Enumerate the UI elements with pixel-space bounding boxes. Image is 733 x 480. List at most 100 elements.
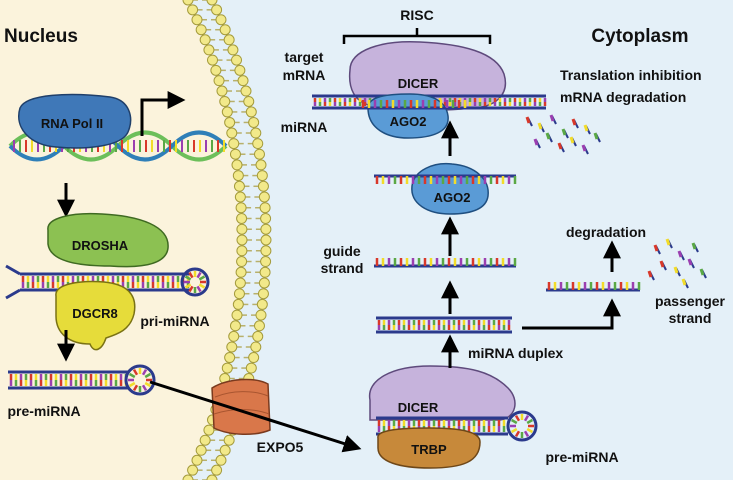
membrane-bead bbox=[258, 277, 270, 289]
membrane-bead bbox=[232, 298, 244, 310]
membrane-bead bbox=[250, 341, 262, 353]
membrane-bead bbox=[227, 44, 239, 56]
membrane-bead bbox=[256, 298, 268, 310]
membrane-bead bbox=[237, 75, 249, 87]
membrane-bead bbox=[256, 170, 268, 182]
rna-pol-ii-label: RNA Pol II bbox=[41, 116, 103, 131]
membrane-bead bbox=[228, 138, 240, 150]
target-mrna-label-2: mRNA bbox=[283, 67, 326, 83]
membrane-bead bbox=[250, 127, 262, 139]
dgcr8-label: DGCR8 bbox=[72, 306, 118, 321]
expo5-pore-icon bbox=[211, 378, 271, 435]
membrane-bead bbox=[231, 309, 243, 321]
dicer-bottom: DICER bbox=[368, 365, 516, 421]
pre-mirna-nucleus bbox=[8, 364, 156, 396]
membrane-bead bbox=[258, 191, 270, 203]
membrane-bead bbox=[253, 148, 265, 160]
membrane-bead bbox=[206, 54, 218, 66]
membrane-bead bbox=[255, 159, 267, 171]
ago2-top-label: AGO2 bbox=[390, 114, 427, 129]
membrane-bead bbox=[206, 0, 218, 6]
pri-mirna-label: pri-miRNA bbox=[140, 313, 209, 329]
nucleus-title: Nucleus bbox=[4, 26, 78, 47]
membrane-bead bbox=[203, 424, 215, 436]
dgcr8: DGCR8 bbox=[55, 280, 136, 351]
membrane-bead bbox=[260, 256, 272, 268]
pre-mirna-nucleus-label: pre-miRNA bbox=[7, 403, 80, 419]
membrane-bead bbox=[210, 64, 222, 76]
membrane-bead bbox=[223, 434, 235, 446]
ago2-middle-label: AGO2 bbox=[434, 190, 471, 205]
guide-strand-label-2: strand bbox=[321, 260, 364, 276]
mirna-label: miRNA bbox=[281, 119, 328, 135]
ago2-middle: AGO2 bbox=[374, 162, 517, 215]
degradation-label: degradation bbox=[566, 224, 646, 240]
membrane-bead bbox=[182, 474, 194, 480]
target-mrna-label-1: target bbox=[285, 49, 324, 65]
membrane-bead bbox=[187, 464, 199, 476]
hairpin-loop-icon bbox=[506, 410, 538, 442]
drosha: DROSHA bbox=[47, 212, 169, 268]
cytoplasm-title: Cytoplasm bbox=[591, 26, 688, 47]
membrane-bead bbox=[252, 330, 264, 342]
membrane-bead bbox=[226, 127, 238, 139]
degraded-nucleotides bbox=[647, 238, 707, 289]
membrane-bead bbox=[191, 14, 203, 26]
membrane-bead bbox=[195, 444, 207, 456]
export-arrow-icon bbox=[149, 380, 362, 453]
membrane-bead bbox=[229, 148, 241, 160]
guide-strand bbox=[374, 258, 517, 268]
membrane-bead bbox=[203, 44, 215, 56]
membrane-bead bbox=[236, 223, 248, 235]
membrane-bead bbox=[221, 106, 233, 118]
mirna-duplex-label: miRNA duplex bbox=[468, 345, 563, 361]
membrane-bead bbox=[236, 212, 248, 224]
dicer-bottom-label: DICER bbox=[398, 400, 439, 415]
membrane-bead bbox=[221, 362, 233, 374]
membrane-bead bbox=[240, 85, 252, 97]
trbp-label: TRBP bbox=[411, 442, 447, 457]
membrane-bead bbox=[215, 14, 227, 26]
membrane-bead bbox=[195, 24, 207, 36]
dicer-top-label: DICER bbox=[398, 76, 439, 91]
membrane-bead bbox=[206, 474, 218, 480]
membrane-bead bbox=[226, 341, 238, 353]
membrane-bead bbox=[219, 24, 231, 36]
membrane-bead bbox=[252, 138, 264, 150]
membrane-bead bbox=[234, 64, 246, 76]
membrane-bead bbox=[245, 106, 257, 118]
membrane-bead bbox=[199, 434, 211, 446]
membrane-bead bbox=[228, 330, 240, 342]
membrane-bead bbox=[260, 212, 272, 224]
membrane-bead bbox=[253, 320, 265, 332]
pre-mirna-cytoplasm-label: pre-miRNA bbox=[545, 449, 618, 465]
translation-inhibition-label: Translation inhibition bbox=[560, 67, 702, 83]
risc-bracket-icon bbox=[342, 28, 492, 44]
membrane-bead bbox=[260, 245, 272, 257]
passenger-strand-label-1: passenger bbox=[655, 293, 726, 309]
membrane-bead bbox=[259, 266, 271, 278]
membrane-bead bbox=[236, 234, 248, 246]
membrane-bead bbox=[211, 464, 223, 476]
hairpin-loop-icon bbox=[124, 364, 156, 396]
membrane-bead bbox=[224, 352, 236, 364]
mirna-duplex bbox=[376, 316, 512, 334]
risc-label: RISC bbox=[400, 7, 433, 23]
risc-complex: DICER AGO2 bbox=[312, 41, 547, 139]
rna-pol-ii: RNA Pol II bbox=[18, 93, 132, 149]
membrane-bead bbox=[245, 362, 257, 374]
membrane-bead bbox=[234, 191, 246, 203]
membrane-bead bbox=[257, 180, 269, 192]
membrane-bead bbox=[231, 159, 243, 171]
membrane-bead bbox=[243, 95, 255, 107]
membrane-bead bbox=[234, 277, 246, 289]
membrane-bead bbox=[199, 34, 211, 46]
hairpin-loop-icon bbox=[180, 267, 210, 297]
membrane-bead bbox=[191, 454, 203, 466]
membrane-bead bbox=[260, 234, 272, 246]
membrane-bead bbox=[235, 266, 247, 278]
membrane-bead bbox=[229, 320, 241, 332]
membrane-bead bbox=[257, 288, 269, 300]
membrane-bead bbox=[230, 54, 242, 66]
